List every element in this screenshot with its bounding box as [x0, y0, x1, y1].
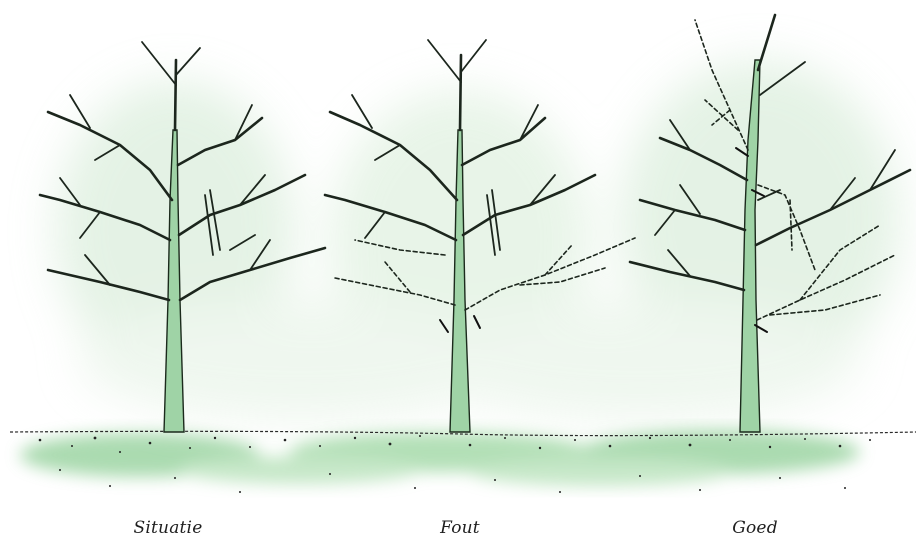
caption-fout: Fout: [360, 518, 560, 538]
caption-goed: Goed: [655, 518, 855, 538]
caption-situatie: Situatie: [68, 518, 268, 538]
ground: [10, 430, 916, 493]
